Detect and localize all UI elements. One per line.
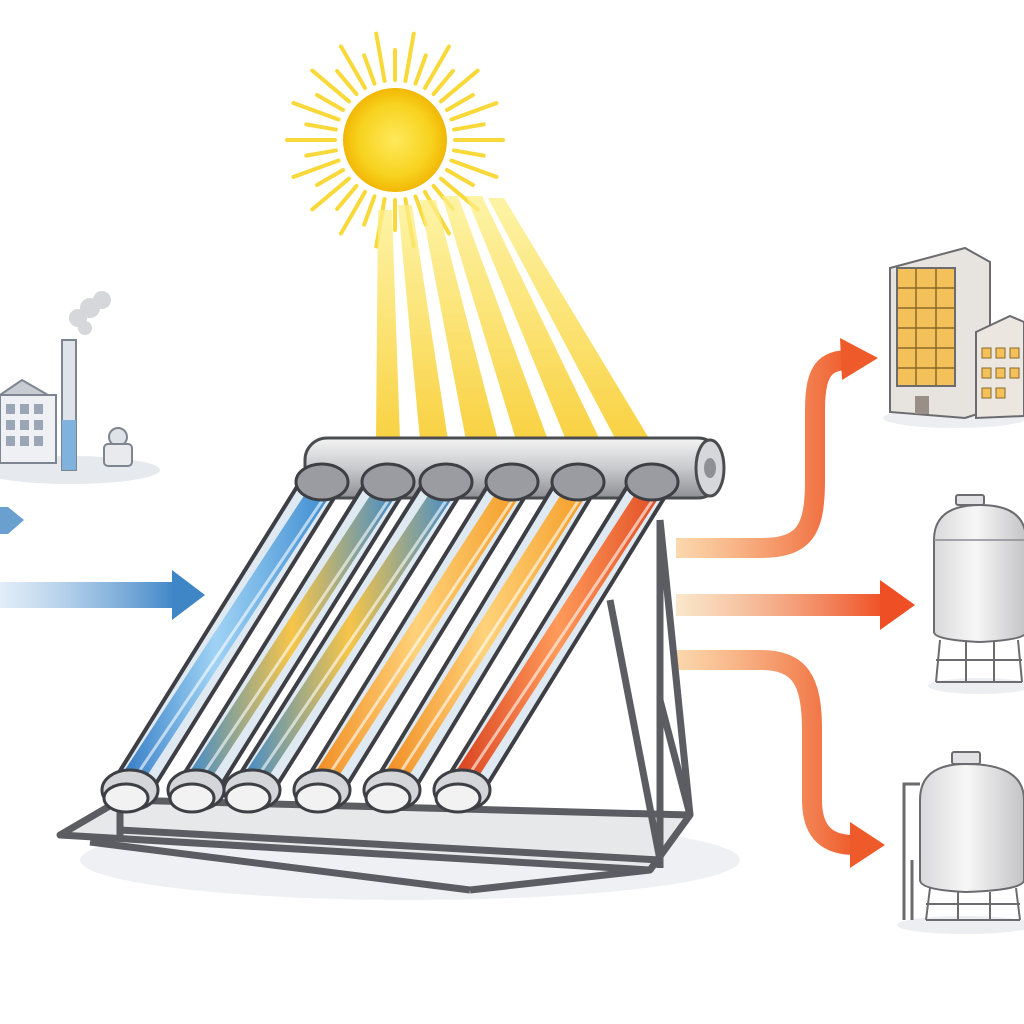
sun-ray bbox=[339, 189, 367, 236]
cold-inflow-arrow bbox=[0, 507, 205, 620]
sun-ray bbox=[452, 122, 486, 132]
sun-ray bbox=[304, 122, 338, 132]
sun-ray bbox=[374, 31, 387, 83]
vacuum-tube bbox=[292, 462, 540, 814]
sun-ray bbox=[304, 148, 338, 158]
sun-ray bbox=[362, 194, 377, 227]
vacuum-tube bbox=[166, 462, 416, 814]
storage-tank-icon bbox=[928, 494, 1024, 694]
sun-ray bbox=[452, 148, 486, 158]
sun-ray bbox=[413, 53, 428, 86]
collector-frame bbox=[56, 519, 694, 894]
sunlight-beams bbox=[376, 196, 650, 440]
sun-ray bbox=[291, 158, 341, 179]
sun-icon bbox=[285, 31, 505, 249]
storage-tank-icon bbox=[897, 751, 1024, 934]
sun-ray bbox=[310, 68, 352, 104]
sun-ray bbox=[444, 168, 475, 187]
hot-outflow-arrow-middle bbox=[676, 580, 915, 630]
sun-ray bbox=[310, 176, 352, 212]
sun-ray bbox=[403, 31, 416, 83]
sun-ray bbox=[449, 101, 499, 122]
vacuum-tube bbox=[362, 462, 606, 814]
sun-ray bbox=[335, 69, 359, 97]
vacuum-tube bbox=[100, 462, 350, 814]
sun-ray bbox=[438, 68, 480, 104]
vacuum-tubes bbox=[100, 462, 680, 814]
building-icon bbox=[883, 246, 1024, 428]
hot-outflow-arrow-bottom bbox=[676, 650, 885, 868]
hot-outflow-arrow-top bbox=[676, 338, 878, 558]
sun-ray bbox=[335, 183, 359, 211]
sun-ray bbox=[339, 44, 367, 91]
sun-ray bbox=[449, 158, 499, 179]
evacuated-tube-collector bbox=[56, 436, 740, 900]
sun-ray bbox=[444, 93, 475, 112]
sun-ray bbox=[315, 168, 346, 187]
sun-ray bbox=[423, 44, 451, 91]
vacuum-tube bbox=[432, 462, 680, 814]
factory-icon bbox=[0, 291, 160, 484]
sun-ray bbox=[362, 53, 377, 86]
sun-ray bbox=[315, 93, 346, 112]
sun-ray bbox=[291, 101, 341, 122]
vacuum-tube bbox=[222, 462, 474, 814]
sun-ray bbox=[431, 69, 455, 97]
